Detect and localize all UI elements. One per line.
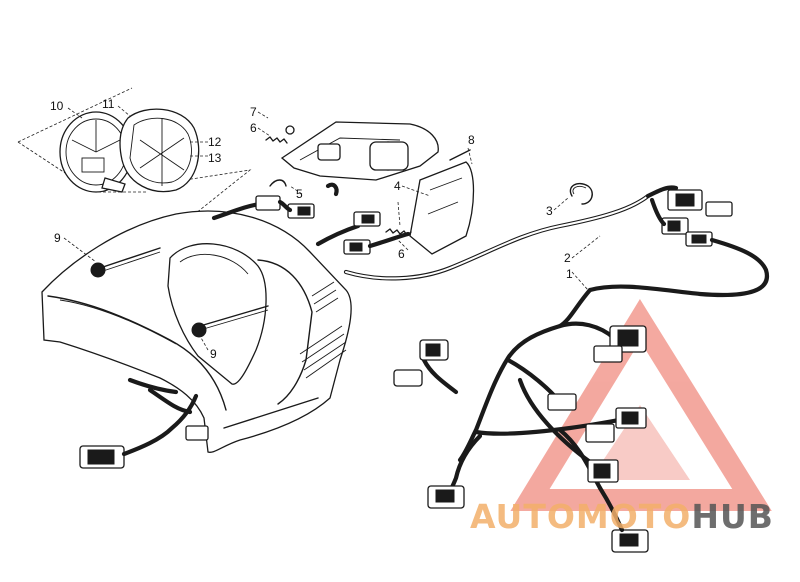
watermark-text: AUTOMOTOHUB [470,497,774,536]
callout-1: 1 [566,267,573,281]
spring-7 [265,125,295,144]
callout-9b: 9 [210,347,217,361]
callout-5: 5 [296,187,303,201]
cable-clip [569,182,593,205]
main-cable [343,193,651,281]
callout-12: 12 [208,135,222,149]
lower-pigtail [79,377,209,469]
upper-connector-cluster [587,185,770,298]
svg-text:AUTOMOTOHUB: AUTOMOTOHUB [470,497,774,536]
watermark-automoto: AUTOMOTO [470,497,691,536]
harness-connectors [393,325,649,553]
speedometer-gauge [59,111,133,193]
callout-13: 13 [208,151,222,165]
screw-lower [191,305,269,338]
horn-relay [369,141,475,255]
callout-leaders [63,105,601,351]
callout-10: 10 [50,99,64,113]
callout-6a: 6 [250,121,257,135]
callout-7: 7 [250,105,257,119]
screw-upper [90,247,161,278]
gauge-housing [119,108,200,193]
callout-9a: 9 [54,231,61,245]
watermark-hub: HUB [691,497,774,536]
callout-4: 4 [394,179,401,193]
mounting-bracket [280,121,439,181]
callout-8: 8 [468,133,475,147]
callout-6b: 6 [398,247,405,261]
callout-3: 3 [546,204,553,218]
callout-11: 11 [102,97,115,111]
vent-grille [299,281,347,379]
bracket-connectors [211,179,411,255]
callout-labels: 1 2 3 4 5 6 6 7 8 9 9 10 11 12 13 [50,97,573,361]
callout-2: 2 [564,251,571,265]
